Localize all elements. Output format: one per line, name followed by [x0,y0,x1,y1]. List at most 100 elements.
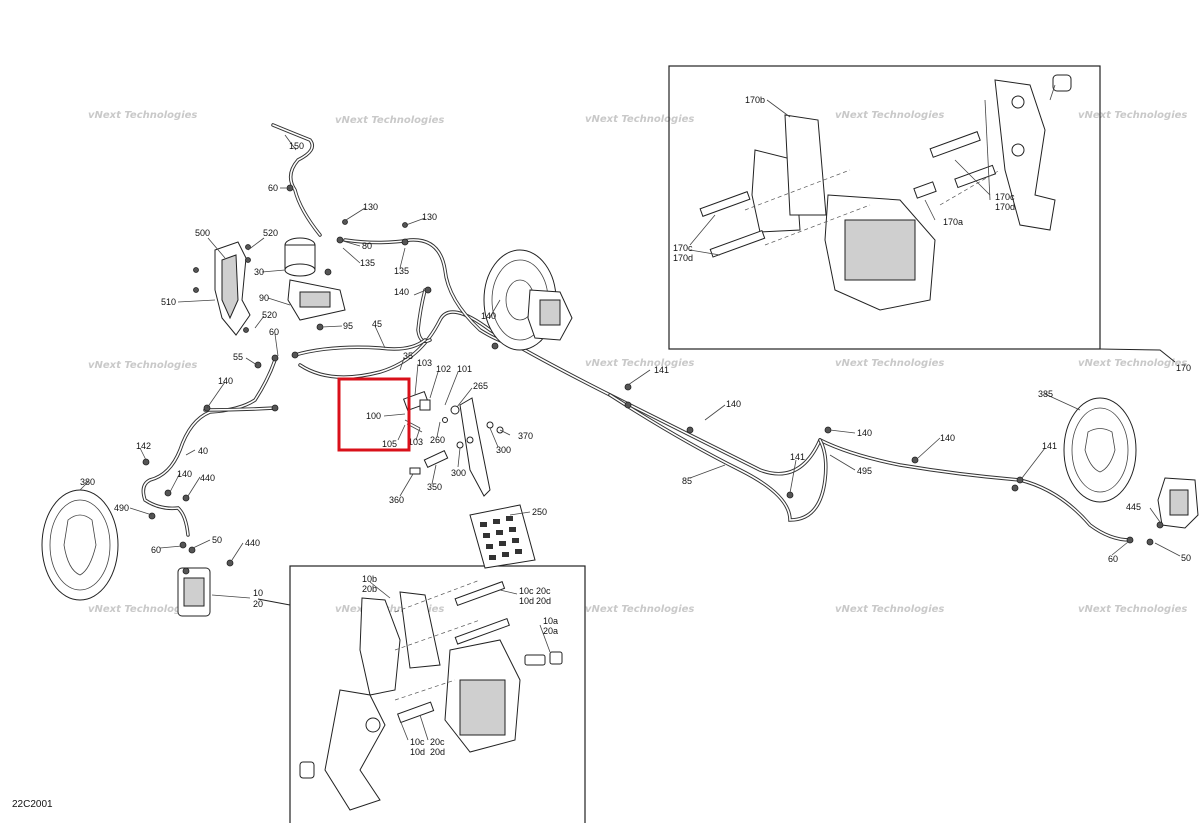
callout-170c: 170c [995,192,1015,202]
watermark: vNext Technologies [88,110,197,121]
callout-45: 45 [372,319,382,329]
callout-60: 60 [269,327,279,337]
callout-85: 85 [682,476,692,486]
callout-20c: 20c [536,586,551,596]
bracket-500 [214,241,251,336]
callout-10d: 10d [410,747,425,757]
callout-445: 445 [1126,502,1141,512]
callout-100: 100 [366,411,381,421]
callout-350: 350 [427,482,442,492]
watermark: vNext Technologies [585,358,694,369]
callout-520: 520 [263,228,278,238]
watermark: vNext Technologies [835,110,944,121]
callout-135: 135 [394,266,409,276]
callout-300: 300 [496,445,511,455]
callout-10c: 10c [410,737,425,747]
detail-dashes-front [394,579,481,701]
callout-170d: 170d [995,202,1015,212]
callout-500: 500 [195,228,210,238]
callout-10: 10 [253,588,263,598]
watermark: vNext Technologies [835,604,944,615]
callout-130: 130 [363,202,378,212]
callout-385: 385 [1038,389,1053,399]
callout-141: 141 [654,365,669,375]
brake-disc-front-left [41,489,119,601]
callout-leaders [79,84,1181,741]
caliper-detail-frame-right [668,65,1101,350]
watermark: vNext Technologies [88,604,197,615]
callout-20: 20 [253,599,263,609]
brake-disc-rear [1063,397,1137,503]
diagram-code: 22C2001 [12,799,53,810]
callout-440: 440 [245,538,260,548]
callout-90: 90 [259,293,269,303]
callout-141: 141 [790,452,805,462]
detail-dashes-right [744,169,1001,246]
callout-170d: 170d [673,253,693,263]
callout-130: 130 [422,212,437,222]
callout-10c: 10c [519,586,534,596]
callout-300: 300 [451,468,466,478]
callout-80: 80 [362,241,372,251]
callout-60: 60 [268,183,278,193]
callout-10d: 10d [519,596,534,606]
front-caliper-detail [299,581,563,811]
callout-labels: 150 60 130 130 80 135 135 500 520 510 30… [80,95,1191,757]
watermark: vNext Technologies [1078,604,1187,615]
detail-leader-10-20 [257,598,291,606]
caliper-front-left [177,567,211,617]
callout-520: 520 [262,310,277,320]
callout-360: 360 [389,495,404,505]
watermark: vNext Technologies [835,358,944,369]
callout-170c: 170c [673,243,693,253]
callout-265: 265 [473,381,488,391]
callout-440: 440 [200,473,215,483]
callout-10a: 10a [543,616,558,626]
callout-170a: 170a [943,217,963,227]
detail-leader-170 [1099,348,1176,363]
callout-20a: 20a [543,626,558,636]
watermark: vNext Technologies [335,115,444,126]
callout-495: 495 [857,466,872,476]
callout-50: 50 [212,535,222,545]
callout-20c: 20c [430,737,445,747]
callout-141: 141 [1042,441,1057,451]
watermark-layer: vNext Technologies vNext Technologies vN… [88,110,1187,615]
callout-370: 370 [518,431,533,441]
callout-140: 140 [481,311,496,321]
callout-10b: 10b [362,574,377,584]
callout-40: 40 [198,446,208,456]
callout-135: 135 [360,258,375,268]
callout-140: 140 [218,376,233,386]
callout-170b: 170b [745,95,765,105]
watermark: vNext Technologies [88,360,197,371]
callout-102: 102 [436,364,451,374]
callout-55: 55 [233,352,243,362]
watermark: vNext Technologies [585,114,694,125]
callout-140: 140 [394,287,409,297]
callout-140: 140 [940,433,955,443]
callout-60: 60 [151,545,161,555]
callout-170: 170 [1176,363,1191,373]
watermark: vNext Technologies [585,604,694,615]
callout-20d: 20d [536,596,551,606]
callout-105: 105 [382,439,397,449]
watermark: vNext Technologies [335,604,444,615]
master-cylinder-reservoir [284,237,346,321]
caliper-rear [1157,477,1199,529]
callout-260: 260 [430,435,445,445]
watermark: vNext Technologies [1078,358,1187,369]
callout-140: 140 [857,428,872,438]
callout-250: 250 [532,507,547,517]
callout-101: 101 [457,364,472,374]
callout-142: 142 [136,441,151,451]
callout-20d: 20d [430,747,445,757]
callout-140: 140 [177,469,192,479]
callout-140: 140 [726,399,741,409]
callout-50: 50 [1181,553,1191,563]
watermark: vNext Technologies [1078,110,1187,121]
callout-103: 103 [417,358,432,368]
callout-490: 490 [114,503,129,513]
callout-60: 60 [1108,554,1118,564]
